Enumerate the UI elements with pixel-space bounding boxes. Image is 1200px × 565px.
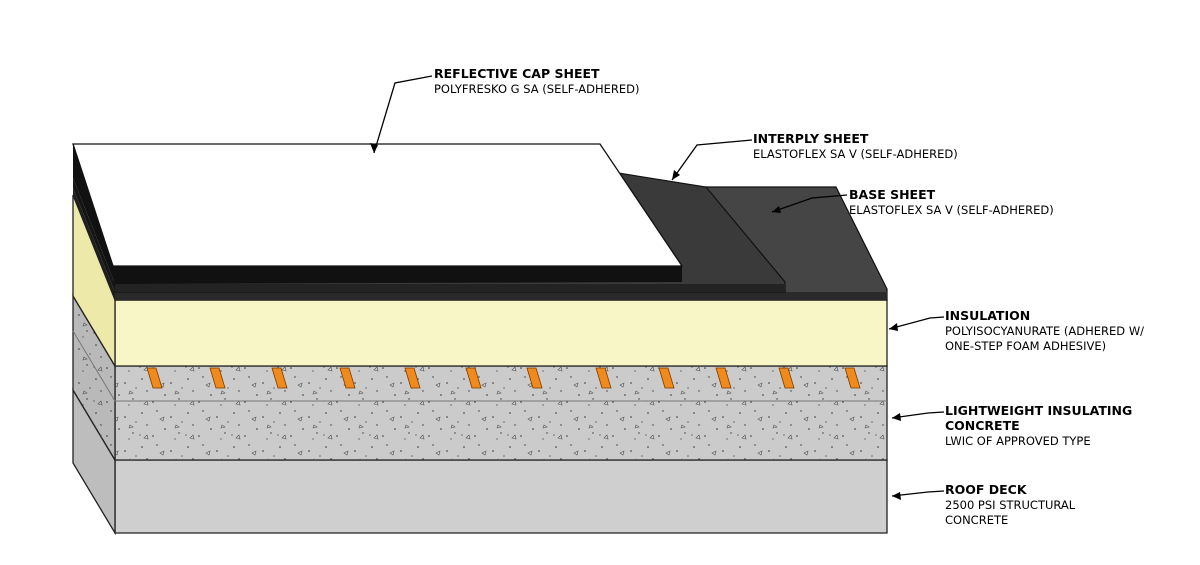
foam-bead-5 <box>404 367 421 389</box>
interply-desc: ELASTOFLEX SA V (SELF-ADHERED) <box>753 147 958 161</box>
insulation-title: INSULATION <box>945 308 1030 323</box>
foam-bead-12 <box>844 367 861 389</box>
label-deck: ROOF DECK 2500 PSI STRUCTURAL CONCRETE <box>945 482 1076 527</box>
interply-leader <box>671 139 753 181</box>
label-insulation: INSULATION POLYISOCYANURATE (ADHERED W/ … <box>945 308 1144 353</box>
deck-title: ROOF DECK <box>945 482 1028 497</box>
lwic-leader <box>891 411 945 419</box>
foam-bead-1 <box>146 367 163 389</box>
deck-desc-2: CONCRETE <box>945 513 1008 527</box>
insulation-leader <box>888 316 945 330</box>
insulation-desc-2: ONE-STEP FOAM ADHESIVE) <box>945 339 1106 353</box>
foam-bead-11 <box>778 367 795 389</box>
foam-adhesive-beads <box>146 367 861 389</box>
insulation-arrow <box>889 323 898 331</box>
deck-desc-1: 2500 PSI STRUCTURAL <box>945 498 1076 512</box>
interply-arrow <box>672 170 680 180</box>
base-title: BASE SHEET <box>849 187 936 202</box>
deck-leader <box>891 490 945 497</box>
foam-bead-4 <box>339 367 356 389</box>
cap-desc: POLYFRESKO G SA (SELF-ADHERED) <box>434 82 640 96</box>
label-cap: REFLECTIVE CAP SHEET POLYFRESKO G SA (SE… <box>434 66 640 96</box>
deck-arrow <box>892 492 901 500</box>
foam-bead-10 <box>715 367 732 389</box>
leader-arrowheads <box>370 143 901 500</box>
cap-sheet-layer <box>72 143 684 284</box>
cap-leader <box>373 75 433 154</box>
cap-title: REFLECTIVE CAP SHEET <box>434 66 600 81</box>
lwic-arrow <box>892 413 901 421</box>
label-interply: INTERPLY SHEET ELASTOFLEX SA V (SELF-ADH… <box>753 131 958 161</box>
label-base: BASE SHEET ELASTOFLEX SA V (SELF-ADHERED… <box>849 187 1054 217</box>
cap-arrow <box>370 143 378 153</box>
lwic-desc: LWIC OF APPROVED TYPE <box>945 434 1091 448</box>
leader-lines <box>373 75 945 497</box>
label-lwic: LIGHTWEIGHT INSULATING CONCRETE LWIC OF … <box>945 403 1132 448</box>
foam-bead-8 <box>595 367 612 389</box>
foam-bead-7 <box>526 367 543 389</box>
base-arrow <box>772 206 781 213</box>
lwic-title-2: CONCRETE <box>945 418 1020 433</box>
foam-bead-2 <box>209 367 226 389</box>
base-desc: ELASTOFLEX SA V (SELF-ADHERED) <box>849 203 1054 217</box>
interply-title: INTERPLY SHEET <box>753 131 869 146</box>
roof-deck-layer <box>72 387 888 536</box>
foam-bead-9 <box>658 367 675 389</box>
lwic-title: LIGHTWEIGHT INSULATING <box>945 403 1132 418</box>
base-leader <box>771 194 848 213</box>
foam-bead-3 <box>271 367 288 389</box>
lwic-layer <box>72 293 888 463</box>
insulation-desc-1: POLYISOCYANURATE (ADHERED W/ <box>945 324 1144 338</box>
foam-bead-6 <box>465 367 482 389</box>
